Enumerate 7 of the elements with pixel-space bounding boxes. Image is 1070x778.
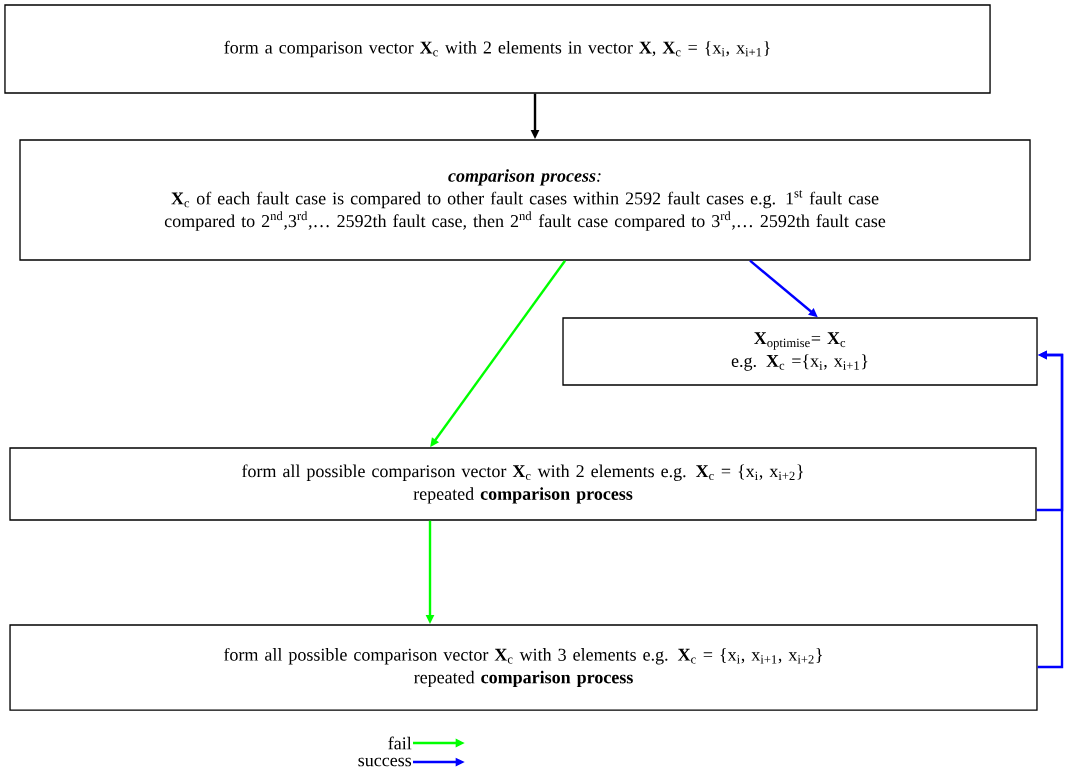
process-box: comparison process: X$_{c}$ of each fault case is compared to other fault cases within 2592 fault cases e.g. 1$^{st}$ fault case compared to 2$^{nd}$,3$^{rd}$,… 2592th fault case, then 2$^{nd}$ fault case compared to 3$^{rd}$,… 2592th fault case <box>19 139 1031 261</box>
process-box: form all possible comparison vector X$_{c}$ with 2 elements e.g. X$_{c}$ = {x$_{i}$, x$_{i+2}$} repeated comparison process <box>9 447 1037 521</box>
legend-label: fail <box>388 736 412 750</box>
legend-label: success <box>358 757 412 767</box>
process-box: form a comparison vector X$_{c}$ with 2 elements in vector X, X$_{c}$ = {x$_{i}$, x$_{i+1}$} <box>4 4 991 94</box>
process-box: form all possible comparison vector X$_{c}$ with 3 elements e.g. X$_{c}$ = {x$_{i}$, x$_{i+1}$, x$_{i+2}$} repeated comparison process <box>9 624 1038 711</box>
process-box: X$_{optimise}$= X$_{c}$ e.g. X$_{c}$ ={x$_{i}$, x$_{i+1}$} <box>562 317 1038 386</box>
